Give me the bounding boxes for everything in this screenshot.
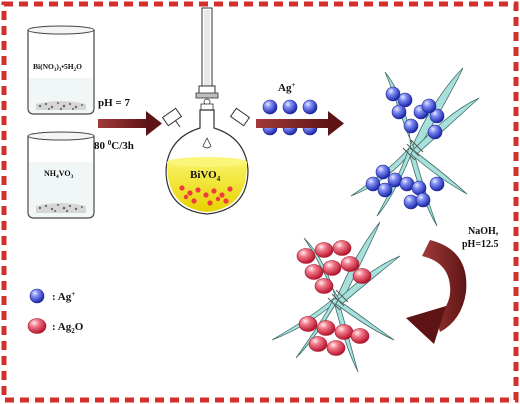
- nanostructure-ag2o: [271, 221, 401, 373]
- beaker-bottom-formula: NH4VO3: [44, 169, 74, 180]
- flask-product-label: BiVO4: [190, 169, 221, 183]
- naoh-label: NaOH, pH=12.5: [462, 226, 501, 250]
- round-bottom-flask: BiVO4: [161, 7, 251, 215]
- silver-ion-spheres: [262, 99, 318, 136]
- silver-ion-label: Ag+: [278, 81, 295, 94]
- arrow-to-nanostructure: [256, 111, 344, 136]
- condition-ph: pH = 7: [98, 97, 130, 109]
- beaker-top-formula: Bi(NO3)3•5H2O: [33, 62, 82, 73]
- legend-ag2o: : Ag2O: [27, 318, 84, 335]
- svg-text:: Ag+: : Ag+: [52, 290, 75, 303]
- legend: : Ag+ : Ag2O: [27, 288, 84, 335]
- curved-arrow-naoh: [406, 240, 467, 344]
- condition-temperature: 80 0C/3h: [94, 139, 134, 152]
- svg-text:: Ag2O: : Ag2O: [52, 321, 84, 335]
- beaker-top: Bi(NO3)3•5H2O: [27, 25, 95, 115]
- beaker-bottom: NH4VO3: [27, 131, 95, 219]
- arrow-to-flask: [98, 111, 162, 136]
- legend-ag-ion: : Ag+: [29, 288, 75, 304]
- nanostructure-ag-ion: [350, 67, 480, 227]
